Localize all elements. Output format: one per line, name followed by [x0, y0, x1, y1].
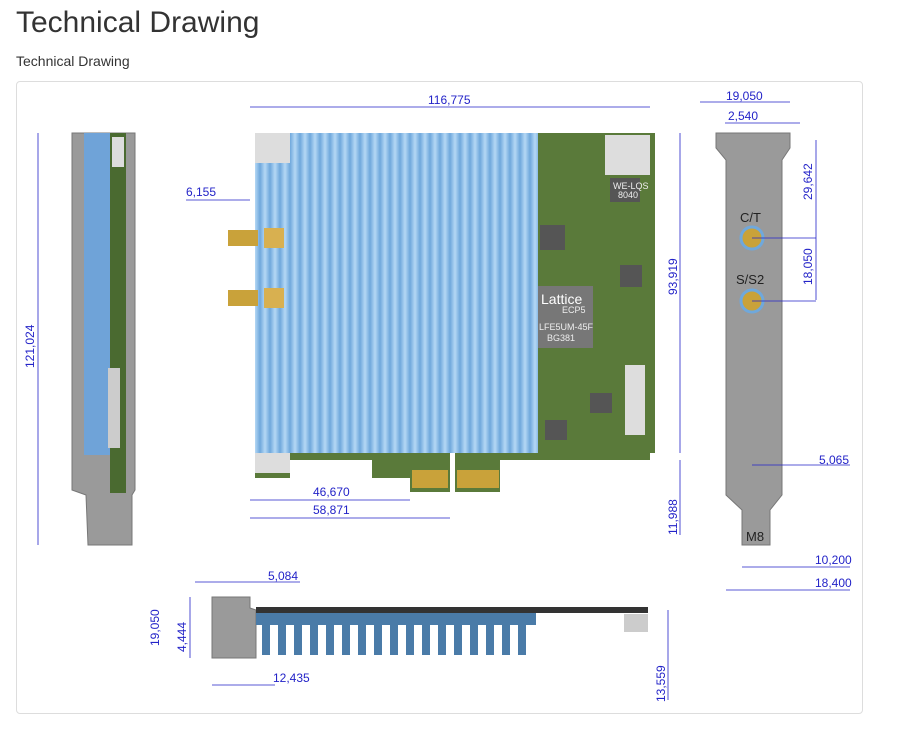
- lattice-label: Lattice: [541, 291, 582, 307]
- dim-height-left: 121,024: [23, 324, 37, 368]
- dimension-lines: [37, 101, 850, 700]
- dim-bracket-base: 18,400: [815, 576, 852, 590]
- dim-edge-height: 11,988: [666, 499, 680, 535]
- package-label: BG381: [547, 333, 575, 343]
- page-title: Technical Drawing: [16, 6, 260, 39]
- page-subtitle: Technical Drawing: [16, 53, 130, 69]
- m8-label: M8: [746, 529, 764, 544]
- dim-height-right: 93,919: [666, 258, 680, 295]
- board-bottom-view: [211, 596, 648, 659]
- dim-bracket-lip: 2,540: [728, 109, 758, 123]
- inductor-size-label: 8040: [618, 190, 638, 200]
- dim-width-top: 116,775: [428, 93, 471, 107]
- dim-bottom-5084: 5,084: [268, 569, 298, 583]
- dim-bottom-19050: 19,050: [148, 609, 162, 646]
- s-s2-label: S/S2: [736, 272, 764, 287]
- dim-bottom-4444: 4,444: [175, 622, 189, 652]
- fpga-part-label: LFE5UM-45F: [539, 322, 594, 332]
- dim-screw-offset: 5,065: [819, 453, 849, 467]
- inductor-label: WE-LQS: [613, 181, 649, 191]
- bracket-front-view: C/T S/S2 M8: [715, 132, 791, 546]
- dim-bottom-13559: 13,559: [654, 665, 668, 702]
- dim-connector-offset: 6,155: [186, 185, 216, 199]
- board-top-view: WE-LQS 8040 Lattice ECP5 LFE5UM-45F BG38…: [228, 133, 655, 492]
- dimension-labels: 116,775 6,155 121,024 93,919 11,988 46,6…: [23, 89, 852, 702]
- dim-tab-width: 10,200: [815, 553, 852, 567]
- dim-edge-a: 46,670: [313, 485, 350, 499]
- dim-edge-b: 58,871: [313, 503, 350, 517]
- dim-bracket-width: 19,050: [726, 89, 763, 103]
- side-view-left: [71, 132, 136, 546]
- dim-top-to-ct: 29,642: [801, 163, 815, 200]
- ct-label: C/T: [740, 210, 761, 225]
- dim-bottom-12435: 12,435: [273, 671, 310, 685]
- ecp5-label: ECP5: [562, 305, 586, 315]
- dim-ct-to-s: 18,050: [801, 248, 815, 285]
